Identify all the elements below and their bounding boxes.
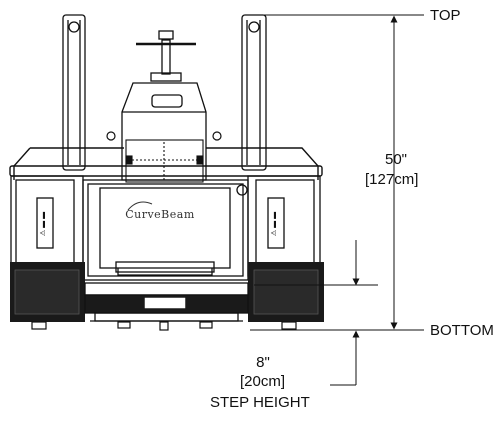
step-inches: 8" <box>256 354 270 371</box>
crosshair-panel <box>125 139 204 183</box>
logo-swoosh <box>127 201 153 211</box>
main-housing <box>9 147 323 180</box>
step-height-label: STEP HEIGHT <box>210 394 310 411</box>
svg-text:⚠ ▬ ▬: ⚠ ▬ ▬ <box>270 212 278 236</box>
left-side-panel: ⚠ ▬ ▬ <box>10 175 84 277</box>
step-platform <box>84 282 249 322</box>
svg-text:⚠ ▬ ▬: ⚠ ▬ ▬ <box>39 212 47 236</box>
base-band <box>10 262 324 322</box>
positioning-knob <box>136 30 196 82</box>
height-inches: 50" <box>384 151 407 168</box>
top-label: TOP <box>430 7 461 24</box>
feet <box>31 321 297 331</box>
bore-opening <box>82 179 249 281</box>
right-side-panel: ⚠ ▬ ▬ <box>236 175 321 277</box>
dimension-lines <box>250 14 424 386</box>
right-column <box>241 14 267 171</box>
step-cm: [20cm] <box>240 373 286 390</box>
left-column <box>62 14 86 171</box>
bottom-label: BOTTOM <box>430 322 494 339</box>
height-cm: [127cm] <box>365 171 419 188</box>
brand-logo: CurveBeam <box>125 208 195 221</box>
